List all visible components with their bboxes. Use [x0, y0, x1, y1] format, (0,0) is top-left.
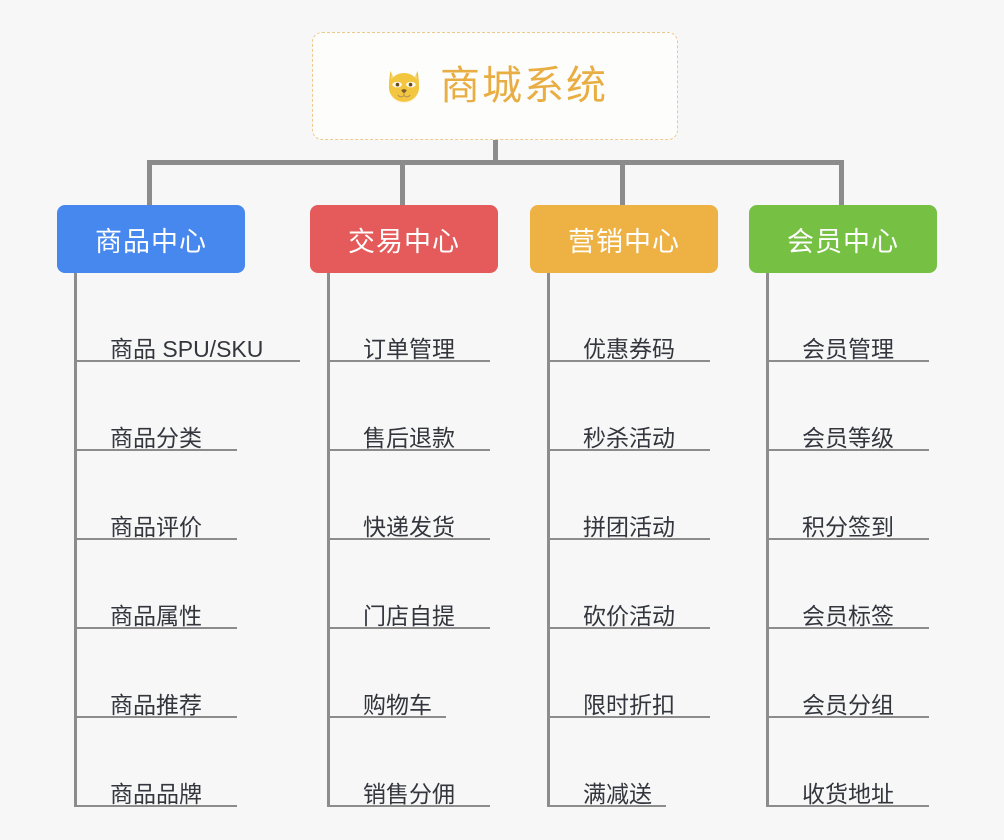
connector-horizontal-bus [147, 160, 844, 165]
leaf-item[interactable]: 门店自提 [330, 540, 498, 629]
branch-title-2: 交易中心 [348, 226, 460, 257]
shiba-dog-face-icon [382, 64, 426, 108]
leaf-item[interactable]: 销售分佣 [330, 718, 498, 807]
leaf-item[interactable]: 拼团活动 [550, 451, 718, 540]
branch-column-2: 交易中心 订单管理 售后退款 快递发货 门店自提 购物车 销售分佣 [310, 205, 498, 807]
leaf-item[interactable]: 收货地址 [769, 718, 937, 807]
branch-header-3[interactable]: 营销中心 [530, 205, 718, 273]
leaf-label: 会员管理 [802, 335, 894, 362]
leaf-label: 商品分类 [110, 424, 202, 451]
leaf-item[interactable]: 会员标签 [769, 540, 937, 629]
connector-drop-2 [400, 160, 405, 205]
leaf-label: 售后退款 [363, 424, 455, 451]
leaf-label: 砍价活动 [583, 602, 675, 629]
branch-title-4: 会员中心 [787, 226, 899, 257]
branch-column-4: 会员中心 会员管理 会员等级 积分签到 会员标签 会员分组 收货地址 [749, 205, 937, 807]
leaf-list-2: 订单管理 售后退款 快递发货 门店自提 购物车 销售分佣 [327, 273, 498, 807]
branch-title-3: 营销中心 [568, 226, 680, 257]
leaf-label: 优惠券码 [583, 335, 675, 362]
leaf-item[interactable]: 商品评价 [77, 451, 245, 540]
leaf-label: 秒杀活动 [583, 424, 675, 451]
leaf-label: 积分签到 [802, 513, 894, 540]
leaf-label: 商品属性 [110, 602, 202, 629]
leaf-item[interactable]: 会员分组 [769, 629, 937, 718]
leaf-label: 购物车 [363, 691, 432, 718]
leaf-label: 会员标签 [802, 602, 894, 629]
leaf-item[interactable]: 商品 SPU/SKU [77, 273, 300, 362]
branch-header-4[interactable]: 会员中心 [749, 205, 937, 273]
leaf-label: 商品评价 [110, 513, 202, 540]
leaf-item[interactable]: 售后退款 [330, 362, 498, 451]
connector-drop-3 [620, 160, 625, 205]
root-title: 商城系统 [440, 64, 608, 108]
root-node-mall-system[interactable]: 商城系统 [312, 32, 678, 140]
leaf-list-4: 会员管理 会员等级 积分签到 会员标签 会员分组 收货地址 [766, 273, 937, 807]
leaf-item[interactable]: 砍价活动 [550, 540, 718, 629]
leaf-item[interactable]: 商品推荐 [77, 629, 245, 718]
leaf-item[interactable]: 购物车 [330, 629, 498, 718]
branch-header-2[interactable]: 交易中心 [310, 205, 498, 273]
leaf-item[interactable]: 积分签到 [769, 451, 937, 540]
leaf-item[interactable]: 限时折扣 [550, 629, 718, 718]
leaf-label: 收货地址 [802, 780, 894, 807]
leaf-label: 限时折扣 [583, 691, 675, 718]
leaf-label: 商品 SPU/SKU [110, 335, 264, 362]
leaf-item[interactable]: 满减送 [550, 718, 718, 807]
leaf-item[interactable]: 商品品牌 [77, 718, 245, 807]
leaf-label: 拼团活动 [583, 513, 675, 540]
leaf-label: 销售分佣 [363, 780, 455, 807]
leaf-label: 门店自提 [363, 602, 455, 629]
leaf-item[interactable]: 快递发货 [330, 451, 498, 540]
branch-column-1: 商品中心 商品 SPU/SKU 商品分类 商品评价 商品属性 商品推荐 商品品牌 [57, 205, 300, 807]
leaf-label: 满减送 [583, 780, 652, 807]
leaf-label: 快递发货 [363, 513, 455, 540]
leaf-label: 订单管理 [363, 335, 455, 362]
leaf-label: 商品品牌 [110, 780, 202, 807]
leaf-list-3: 优惠券码 秒杀活动 拼团活动 砍价活动 限时折扣 满减送 [547, 273, 718, 807]
branch-column-3: 营销中心 优惠券码 秒杀活动 拼团活动 砍价活动 限时折扣 满减送 [530, 205, 718, 807]
leaf-label: 商品推荐 [110, 691, 202, 718]
leaf-label: 会员分组 [802, 691, 894, 718]
leaf-item[interactable]: 商品属性 [77, 540, 245, 629]
leaf-list-1: 商品 SPU/SKU 商品分类 商品评价 商品属性 商品推荐 商品品牌 [74, 273, 300, 807]
branch-title-1: 商品中心 [95, 226, 207, 257]
leaf-item[interactable]: 商品分类 [77, 362, 245, 451]
connector-drop-1 [147, 160, 152, 205]
leaf-item[interactable]: 优惠券码 [550, 273, 718, 362]
leaf-item[interactable]: 订单管理 [330, 273, 498, 362]
leaf-item[interactable]: 会员等级 [769, 362, 937, 451]
branch-header-1[interactable]: 商品中心 [57, 205, 245, 273]
leaf-item[interactable]: 会员管理 [769, 273, 937, 362]
connector-drop-4 [839, 160, 844, 205]
connector-root-stem [493, 140, 498, 163]
leaf-item[interactable]: 秒杀活动 [550, 362, 718, 451]
leaf-label: 会员等级 [802, 424, 894, 451]
